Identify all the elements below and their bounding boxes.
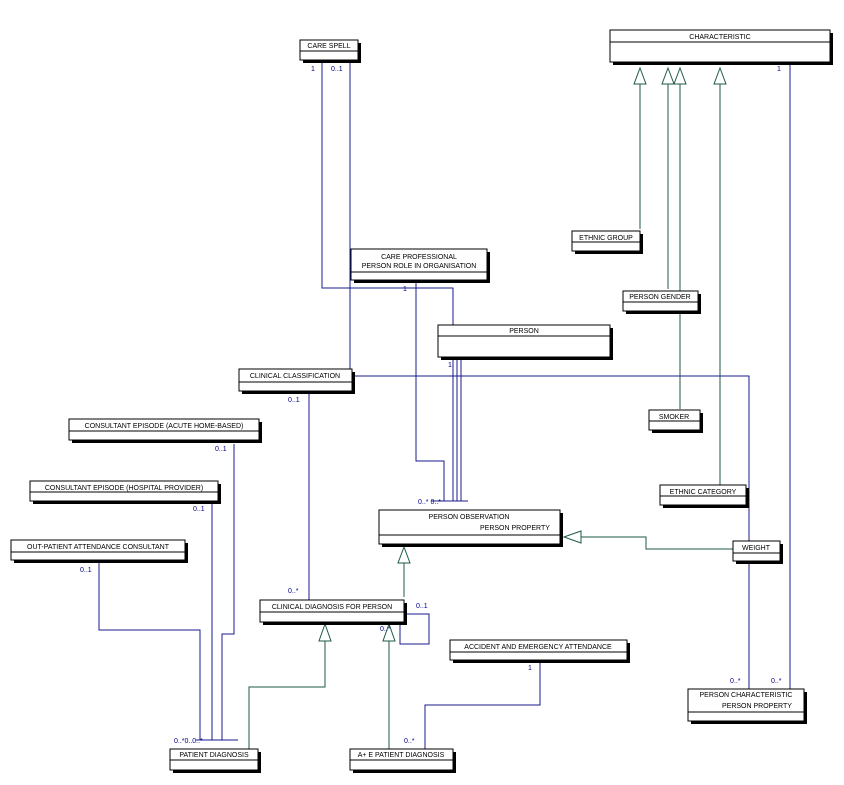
class-person-name: PERSON <box>509 328 539 335</box>
class-characteristic[interactable]: CHARACTERISTIC <box>609 29 833 65</box>
class-ethnic-category[interactable]: ETHNIC CATEGORY <box>659 484 749 508</box>
mult-clinical-diagnosis-self-a: 0..1 <box>416 603 428 610</box>
mult-person-observation: 0..* 0..* <box>418 499 441 506</box>
mult-person-char-left: 0..* <box>730 678 741 685</box>
class-person[interactable]: PERSON <box>437 324 613 360</box>
mult-out-patient: 0..1 <box>80 567 92 574</box>
class-person-observation-name: PERSON OBSERVATION <box>429 514 510 521</box>
gen-arrowhead-patient-diagnosis <box>318 622 332 642</box>
class-clinical-diagnosis-name: CLINICAL DIAGNOSIS FOR PERSON <box>272 604 392 611</box>
class-clinical-classification[interactable]: CLINICAL CLASSIFICATION <box>238 368 355 394</box>
class-consultant-episode-acute[interactable]: CONSULTANT EPISODE (ACUTE HOME-BASED) <box>68 418 262 443</box>
class-clinical-diagnosis[interactable]: CLINICAL DIAGNOSIS FOR PERSON <box>259 599 407 625</box>
class-person-observation-name-2: PERSON PROPERTY <box>480 525 550 532</box>
class-consultant-episode-acute-name: CONSULTANT EPISODE (ACUTE HOME-BASED) <box>85 423 244 430</box>
class-weight-name: WEIGHT <box>742 545 771 552</box>
mult-clinical-diagnosis-self-b: 0..* <box>380 626 391 633</box>
class-care-professional-name: CARE PROFESSIONAL <box>381 254 457 261</box>
class-patient-diagnosis-name: PATIENT DIAGNOSIS <box>179 752 249 759</box>
class-person-characteristic-name-2: PERSON PROPERTY <box>722 703 792 710</box>
gen-weight <box>581 536 733 550</box>
gen-arrowhead-ethnic-category <box>713 66 727 85</box>
multiplicity-labels: 1 0..1 1 1 1 0..1 0..1 0..1 0..* 0..* 0.… <box>80 66 782 745</box>
class-care-spell-name: CARE SPELL <box>307 43 350 50</box>
generalization-lines <box>248 66 733 749</box>
assoc-out-patient-patient-diagnosis <box>98 562 201 740</box>
assoc-diagnosis-self <box>399 613 430 645</box>
mult-care-spell-right: 0..1 <box>331 66 343 73</box>
class-person-gender-name: PERSON GENDER <box>629 294 690 301</box>
class-patient-diagnosis[interactable]: PATIENT DIAGNOSIS <box>169 748 261 773</box>
gen-arrowhead-person-gender <box>661 66 675 85</box>
mult-care-spell-left: 1 <box>311 66 315 73</box>
class-smoker-name: SMOKER <box>659 414 689 421</box>
gen-arrowhead-clinical-diagnosis <box>397 545 411 564</box>
class-ethnic-category-name: ETHNIC CATEGORY <box>670 489 737 496</box>
class-accident-emergency-name: ACCIDENT AND EMERGENCY ATTENDANCE <box>464 644 612 651</box>
class-smoker[interactable]: SMOKER <box>648 409 703 433</box>
class-person-characteristic[interactable]: PERSON CHARACTERISTIC PERSON PROPERTY <box>687 688 807 724</box>
class-accident-emergency[interactable]: ACCIDENT AND EMERGENCY ATTENDANCE <box>449 639 630 663</box>
gen-patient-diagnosis <box>248 641 326 749</box>
class-care-spell[interactable]: CARE SPELL <box>299 39 361 63</box>
mult-patient-diagnosis: 0..*0..0..* <box>174 738 203 745</box>
mult-consultant-acute: 0..1 <box>215 446 227 453</box>
mult-characteristic: 1 <box>777 66 781 73</box>
mult-care-professional: 1 <box>403 286 407 293</box>
assoc-care-professional-observation <box>415 283 445 501</box>
gen-arrowhead-ae-diagnosis <box>382 622 396 642</box>
class-ae-patient-diagnosis[interactable]: A+ E PATIENT DIAGNOSIS <box>349 748 456 773</box>
mult-person: 1 <box>448 362 452 369</box>
class-consultant-episode-hospital[interactable]: CONSULTANT EPISODE (HOSPITAL PROVIDER) <box>29 480 221 504</box>
assoc-ae-attendance-ae-diagnosis <box>424 656 541 749</box>
class-person-characteristic-name: PERSON CHARACTERISTIC <box>700 692 793 699</box>
class-ethnic-group-name: ETHNIC GROUP <box>579 235 633 242</box>
gen-arrowhead-ethnic-group <box>633 66 647 85</box>
class-ethnic-group[interactable]: ETHNIC GROUP <box>571 230 643 254</box>
class-person-gender[interactable]: PERSON GENDER <box>622 290 701 314</box>
class-out-patient-attendance[interactable]: OUT-PATIENT ATTENDANCE CONSULTANT <box>10 539 188 563</box>
class-clinical-classification-name: CLINICAL CLASSIFICATION <box>250 373 340 380</box>
class-characteristic-name: CHARACTERISTIC <box>689 34 750 41</box>
gen-arrowhead-weight <box>562 530 582 544</box>
class-out-patient-attendance-name: OUT-PATIENT ATTENDANCE CONSULTANT <box>27 544 170 551</box>
assoc-consultant-acute-patient-diagnosis <box>221 444 235 740</box>
class-consultant-episode-hospital-name: CONSULTANT EPISODE (HOSPITAL PROVIDER) <box>45 485 203 492</box>
class-ae-patient-diagnosis-name: A+ E PATIENT DIAGNOSIS <box>358 752 445 759</box>
mult-clinical-classification: 0..1 <box>288 397 300 404</box>
mult-clinical-diagnosis-in: 0..* <box>288 588 299 595</box>
mult-ae-patient-diagnosis: 0..* <box>404 738 415 745</box>
class-person-observation[interactable]: PERSON OBSERVATION PERSON PROPERTY <box>378 509 563 547</box>
mult-accident-emergency: 1 <box>528 665 532 672</box>
gen-arrowhead-smoker <box>673 66 687 85</box>
association-lines <box>98 63 791 749</box>
mult-person-char-right: 0..* <box>771 678 782 685</box>
assoc-care-spell-observation <box>321 63 454 501</box>
class-care-professional-name-2: PERSON ROLE IN ORGANISATION <box>362 263 477 270</box>
class-weight[interactable]: WEIGHT <box>732 540 783 564</box>
class-boxes: CARE SPELL CHARACTERISTIC ETHNIC GROUP C… <box>10 29 833 773</box>
mult-consultant-hospital: 0..1 <box>193 506 205 513</box>
assoc-classification-person-characteristic <box>354 375 750 689</box>
class-care-professional[interactable]: CARE PROFESSIONAL PERSON ROLE IN ORGANIS… <box>350 248 490 283</box>
